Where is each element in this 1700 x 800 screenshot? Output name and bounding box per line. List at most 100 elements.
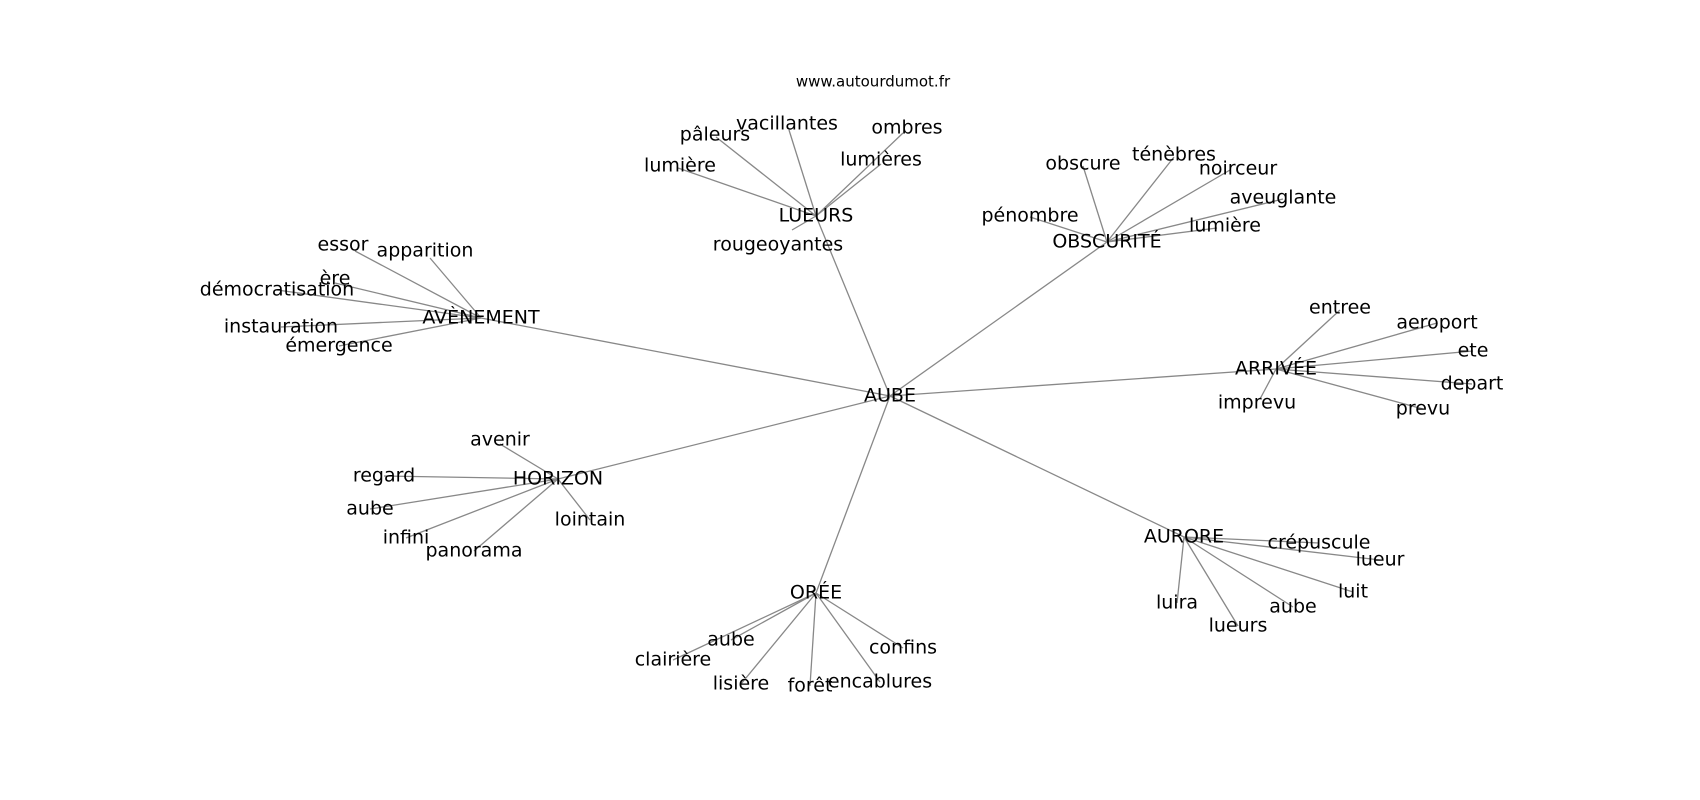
center-edge — [815, 215, 891, 397]
word-node[interactable]: émergence — [285, 335, 392, 357]
word-node[interactable]: lueurs — [1209, 615, 1268, 637]
word-node[interactable]: pénombre — [981, 205, 1078, 227]
word-edge — [1275, 350, 1474, 370]
word-edge — [672, 592, 817, 661]
word-edge — [354, 250, 482, 319]
word-node[interactable]: panorama — [426, 540, 523, 562]
site-label[interactable]: www.autourdumot.fr — [796, 73, 951, 91]
word-node[interactable]: clairière — [635, 649, 712, 671]
word-node[interactable]: luira — [1156, 592, 1198, 614]
word-edge — [1106, 156, 1175, 243]
word-node[interactable]: aube — [346, 498, 393, 520]
word-node[interactable]: aveuglante — [1230, 187, 1337, 209]
word-edge — [1176, 536, 1185, 604]
word-edge — [815, 592, 904, 649]
word-edge — [1082, 165, 1108, 243]
word-edge — [791, 215, 817, 231]
center-edge — [815, 395, 891, 594]
cluster-node[interactable]: ORÉE — [790, 581, 842, 604]
word-node[interactable]: lumière — [1189, 215, 1261, 237]
word-edge — [1183, 536, 1354, 593]
word-edge — [809, 592, 817, 687]
center-edge — [557, 395, 891, 480]
center-edge — [480, 317, 891, 397]
word-edge — [788, 129, 817, 217]
word-node[interactable]: entree — [1309, 297, 1371, 319]
word-edge — [1029, 216, 1108, 243]
word-node[interactable]: démocratisation — [200, 279, 354, 301]
word-edge — [276, 289, 482, 319]
word-edge — [1106, 227, 1218, 243]
word-edge — [815, 592, 881, 683]
word-node[interactable]: imprevu — [1218, 392, 1296, 414]
word-node[interactable]: avenir — [470, 429, 530, 451]
graph-labels: www.autourdumot.fr AUBE LUEURS vacillante… — [200, 73, 1504, 697]
word-node[interactable]: regard — [353, 465, 415, 487]
word-edge — [1183, 536, 1320, 544]
word-node[interactable]: vacillantes — [736, 113, 838, 135]
center-edge — [889, 241, 1108, 397]
word-node[interactable]: aube — [1269, 596, 1316, 618]
word-edge — [280, 317, 482, 328]
word-edge — [815, 132, 904, 217]
cluster-node[interactable]: AURORE — [1144, 526, 1224, 548]
word-node[interactable]: rougeoyantes — [713, 234, 843, 256]
word-node[interactable]: apparition — [377, 240, 474, 262]
word-node[interactable]: depart — [1441, 373, 1504, 395]
word-node[interactable]: aube — [707, 629, 754, 651]
word-edge — [1275, 322, 1438, 370]
word-edge — [473, 478, 559, 552]
word-node[interactable]: lointain — [555, 509, 626, 531]
word-edge — [730, 592, 817, 641]
word-node[interactable]: ombres — [871, 117, 942, 139]
word-edge — [499, 443, 559, 480]
word-node[interactable]: lisière — [713, 673, 770, 695]
word-node[interactable]: prevu — [1396, 398, 1450, 420]
cluster-node[interactable]: LUEURS — [779, 205, 854, 227]
word-edge — [1183, 536, 1381, 561]
cluster-node[interactable]: OBSCURITÉ — [1052, 230, 1161, 253]
word-node[interactable]: lumières — [840, 149, 922, 171]
word-edge — [334, 282, 482, 319]
word-node[interactable]: luit — [1338, 581, 1368, 603]
word-edge — [429, 257, 482, 319]
word-node[interactable]: crépuscule — [1268, 532, 1371, 554]
word-node[interactable]: confins — [869, 637, 937, 659]
word-node[interactable]: ère — [320, 268, 351, 290]
word-edge — [369, 478, 559, 510]
cluster-node[interactable]: HORIZON — [513, 468, 603, 490]
word-node[interactable]: aeroport — [1396, 312, 1477, 334]
word-edge — [1275, 368, 1424, 410]
word-node[interactable]: pâleurs — [680, 124, 750, 146]
word-node[interactable]: noirceur — [1199, 158, 1278, 180]
center-edge — [889, 368, 1277, 397]
word-node[interactable]: ete — [1458, 340, 1489, 362]
word-edge — [338, 317, 482, 347]
word-node[interactable]: encablures — [828, 671, 932, 693]
center-node: AUBE — [864, 385, 916, 407]
word-node[interactable]: lumière — [644, 155, 716, 177]
word-edge — [1259, 368, 1277, 400]
cluster-node[interactable]: ARRIVÉE — [1235, 357, 1317, 380]
word-node[interactable]: lueur — [1356, 549, 1405, 571]
word-edge — [1275, 309, 1341, 370]
word-node[interactable]: essor — [318, 234, 369, 256]
center-edge — [889, 395, 1185, 538]
word-edge — [557, 478, 591, 521]
word-edge — [1106, 198, 1284, 243]
word-edge — [1106, 169, 1231, 243]
word-node[interactable]: infini — [383, 527, 430, 549]
word-edge — [715, 136, 817, 217]
word-edge — [1183, 536, 1294, 608]
word-node[interactable]: ténèbres — [1132, 144, 1216, 166]
word-node[interactable]: obscure — [1045, 153, 1120, 175]
word-node[interactable]: forêt — [788, 675, 833, 697]
word-edge — [815, 163, 882, 217]
cluster-node[interactable]: AVÈNEMENT — [422, 306, 540, 329]
word-node[interactable]: instauration — [224, 316, 338, 338]
graph-edges — [276, 129, 1474, 687]
word-edge — [740, 592, 817, 685]
word-edge — [405, 478, 559, 539]
word-edge — [1275, 368, 1473, 385]
